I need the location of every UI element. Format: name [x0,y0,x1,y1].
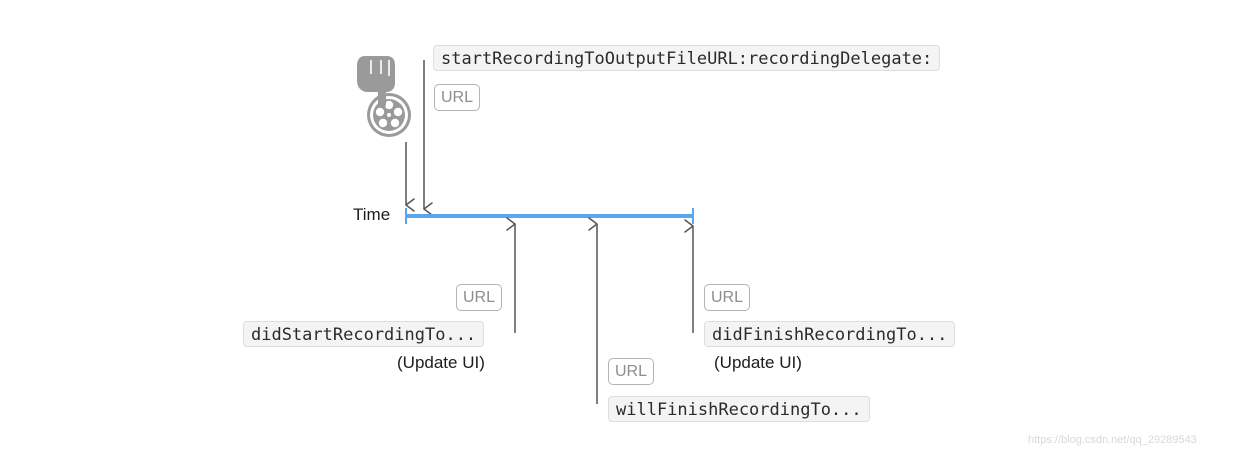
hand-tap-film-reel-icon [357,56,411,137]
start-url-tag: URL [434,84,481,111]
did-finish-method: didFinishRecordingTo... [704,321,956,347]
start-recording-method: startRecordingToOutputFileURL:recordingD… [433,45,941,71]
watermark: https://blog.csdn.net/qq_29289543 [1028,434,1197,446]
did-start-method: didStartRecordingTo... [243,321,485,347]
did-start-url-tag: URL [456,284,503,311]
did-finish-note: (Update UI) [714,353,802,372]
will-finish-url-tag: URL [608,358,655,385]
time-label: Time [353,205,391,224]
will-finish-method: willFinishRecordingTo... [608,396,870,422]
did-start-note: (Update UI) [397,353,485,372]
timeline-bar [405,208,694,224]
did-finish-url-tag: URL [704,284,751,311]
